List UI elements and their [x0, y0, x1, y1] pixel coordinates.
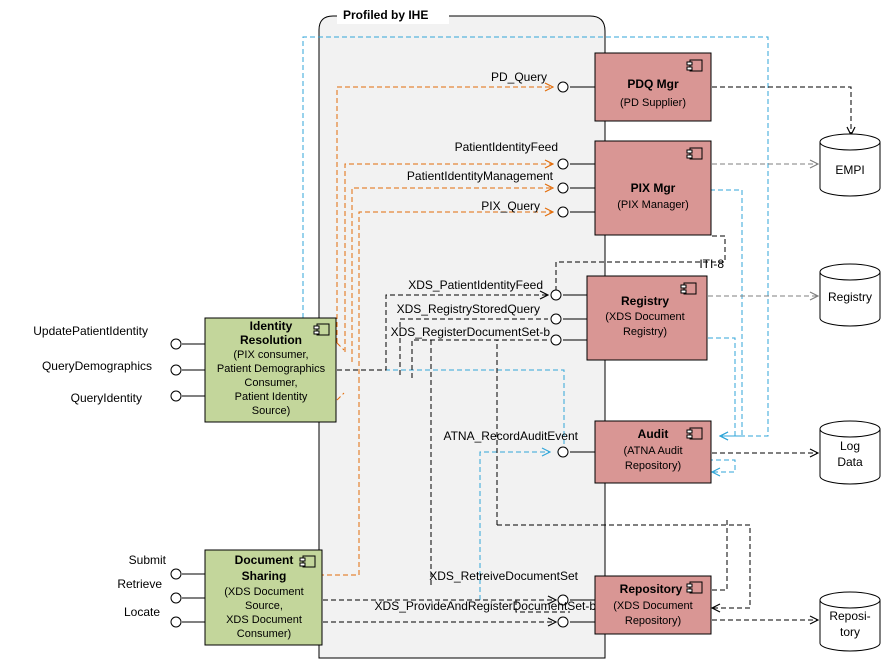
ihe-frame: Profiled by IHE — [318, 6, 606, 659]
repository-subtitle-2: Repository) — [625, 615, 681, 627]
lollipop-interface-icon — [550, 313, 562, 325]
document-sharing-component: Document Sharing (XDS Document Source, X… — [204, 549, 323, 646]
lollipop-interface-icon — [170, 568, 182, 580]
label-xds-provide-and-register: XDS_ProvideAndRegisterDocumentSet-b — [375, 599, 597, 613]
registry-store-label: Registry — [828, 290, 872, 304]
lollipop-interface-icon — [557, 158, 569, 170]
interface-lollipops — [170, 81, 595, 628]
label-xds-register-document-set: XDS_RegisterDocumentSet-b — [391, 325, 551, 339]
interface-labels: PD_Query PatientIdentityFeed PatientIden… — [375, 70, 725, 613]
database-cylinder-icon — [819, 272, 881, 327]
repository-store-label-1: Reposi- — [829, 609, 870, 623]
black-connectors — [323, 86, 851, 622]
label-xds-patient-identity-feed: XDS_PatientIdentityFeed — [408, 278, 543, 292]
audit-component: Audit (ATNA Audit Repository) — [594, 420, 712, 484]
identity-subtitle-3: Consumer, — [244, 377, 297, 389]
identity-resolution-component: Identity Resolution (PIX consumer, Patie… — [204, 317, 337, 423]
external-port-labels: UpdatePatientIdentity QueryDemographics … — [33, 324, 166, 619]
frame-title: Profiled by IHE — [343, 8, 428, 22]
docsharing-subtitle-2: Source, — [245, 600, 283, 612]
lollipop-interface-icon — [550, 289, 562, 301]
audit-title: Audit — [638, 427, 669, 441]
lollipop-interface-icon — [170, 390, 182, 402]
registry-component: Registry (XDS Document Registry) — [586, 275, 708, 361]
repository-title: Repository — [620, 582, 683, 596]
label-submit: Submit — [129, 553, 167, 567]
lollipop-interface-icon — [557, 446, 569, 458]
component-icon — [686, 59, 703, 72]
empi-store: EMPI — [819, 133, 881, 197]
identity-subtitle-2: Patient Demographics — [217, 363, 326, 375]
registry-subtitle-1: (XDS Document — [605, 311, 684, 323]
repository-store-label-2: tory — [840, 625, 860, 639]
lollipop-interface-icon — [170, 616, 182, 628]
docsharing-subtitle-3: XDS Document — [226, 614, 302, 626]
component-icon — [680, 282, 697, 295]
component-icon — [686, 147, 703, 160]
identity-title-1: Identity — [250, 319, 293, 333]
pix-mgr-subtitle: (PIX Manager) — [617, 199, 689, 211]
docsharing-title-2: Sharing — [242, 569, 287, 583]
registry-subtitle-2: Registry) — [623, 326, 667, 338]
docsharing-subtitle-1: (XDS Document — [224, 586, 303, 598]
label-xds-registry-stored-query: XDS_RegistryStoredQuery — [397, 302, 540, 316]
lollipop-interface-icon — [557, 616, 569, 628]
pdq-mgr-component: PDQ Mgr (PD Supplier) — [594, 52, 712, 122]
lollipop-interface-icon — [170, 338, 182, 350]
label-atna-record-audit-event: ATNA_RecordAuditEvent — [443, 429, 578, 443]
label-xds-retrieve-document-set: XDS_RetreiveDocumentSet — [429, 569, 578, 583]
identity-title-2: Resolution — [240, 333, 302, 347]
label-query-demographics: QueryDemographics — [42, 359, 152, 373]
lollipop-interface-icon — [550, 334, 562, 346]
lollipop-interface-icon — [557, 81, 569, 93]
lollipop-interface-icon — [170, 592, 182, 604]
pix-mgr-title: PIX Mgr — [631, 181, 676, 195]
label-retrieve: Retrieve — [117, 577, 162, 591]
label-iti-8: ITI-8 — [699, 257, 724, 271]
repository-store: Reposi- tory — [819, 591, 881, 652]
repository-subtitle-1: (XDS Document — [613, 600, 692, 612]
gray-connectors — [708, 164, 818, 296]
label-locate: Locate — [124, 605, 160, 619]
pdq-mgr-title: PDQ Mgr — [627, 77, 679, 91]
log-data-store: Log Data — [819, 420, 881, 485]
label-patient-identity-feed: PatientIdentityFeed — [455, 140, 558, 154]
registry-title: Registry — [621, 294, 669, 308]
log-data-label-1: Log — [840, 439, 860, 453]
pdq-mgr-subtitle: (PD Supplier) — [620, 97, 686, 109]
database-cylinder-icon — [819, 142, 881, 197]
orange-connectors — [319, 87, 553, 576]
database-cylinder-icon — [819, 600, 881, 652]
audit-subtitle-2: Repository) — [625, 460, 681, 472]
label-query-identity: QueryIdentity — [71, 391, 142, 405]
repository-component: Repository (XDS Document Repository) — [594, 575, 712, 635]
component-icon — [313, 323, 330, 336]
lollipop-interface-icon — [557, 206, 569, 218]
lollipop-interface-icon — [557, 182, 569, 194]
blue-connectors — [302, 36, 769, 600]
label-patient-identity-management: PatientIdentityManagement — [407, 169, 554, 183]
lollipop-interface-icon — [170, 364, 182, 376]
lollipop-interface-icon — [557, 594, 569, 606]
docsharing-title-1: Document — [235, 553, 294, 567]
identity-subtitle-5: Source) — [252, 405, 291, 417]
database-cylinder-icon — [819, 429, 881, 485]
component-icon — [299, 555, 316, 568]
registry-store: Registry — [819, 263, 881, 327]
label-pd-query: PD_Query — [491, 70, 547, 84]
audit-subtitle-1: (ATNA Audit — [623, 445, 682, 457]
component-icon — [686, 427, 703, 440]
empi-label: EMPI — [835, 163, 864, 177]
identity-subtitle-4: Patient Identity — [235, 391, 308, 403]
label-pix-query: PIX_Query — [481, 199, 540, 213]
identity-subtitle-1: (PIX consumer, — [233, 349, 308, 361]
pix-mgr-component: PIX Mgr (PIX Manager) — [594, 140, 712, 236]
docsharing-subtitle-4: Consumer) — [237, 628, 291, 640]
component-icon — [686, 581, 703, 594]
log-data-label-2: Data — [837, 455, 863, 469]
label-update-patient-identity: UpdatePatientIdentity — [33, 324, 148, 338]
